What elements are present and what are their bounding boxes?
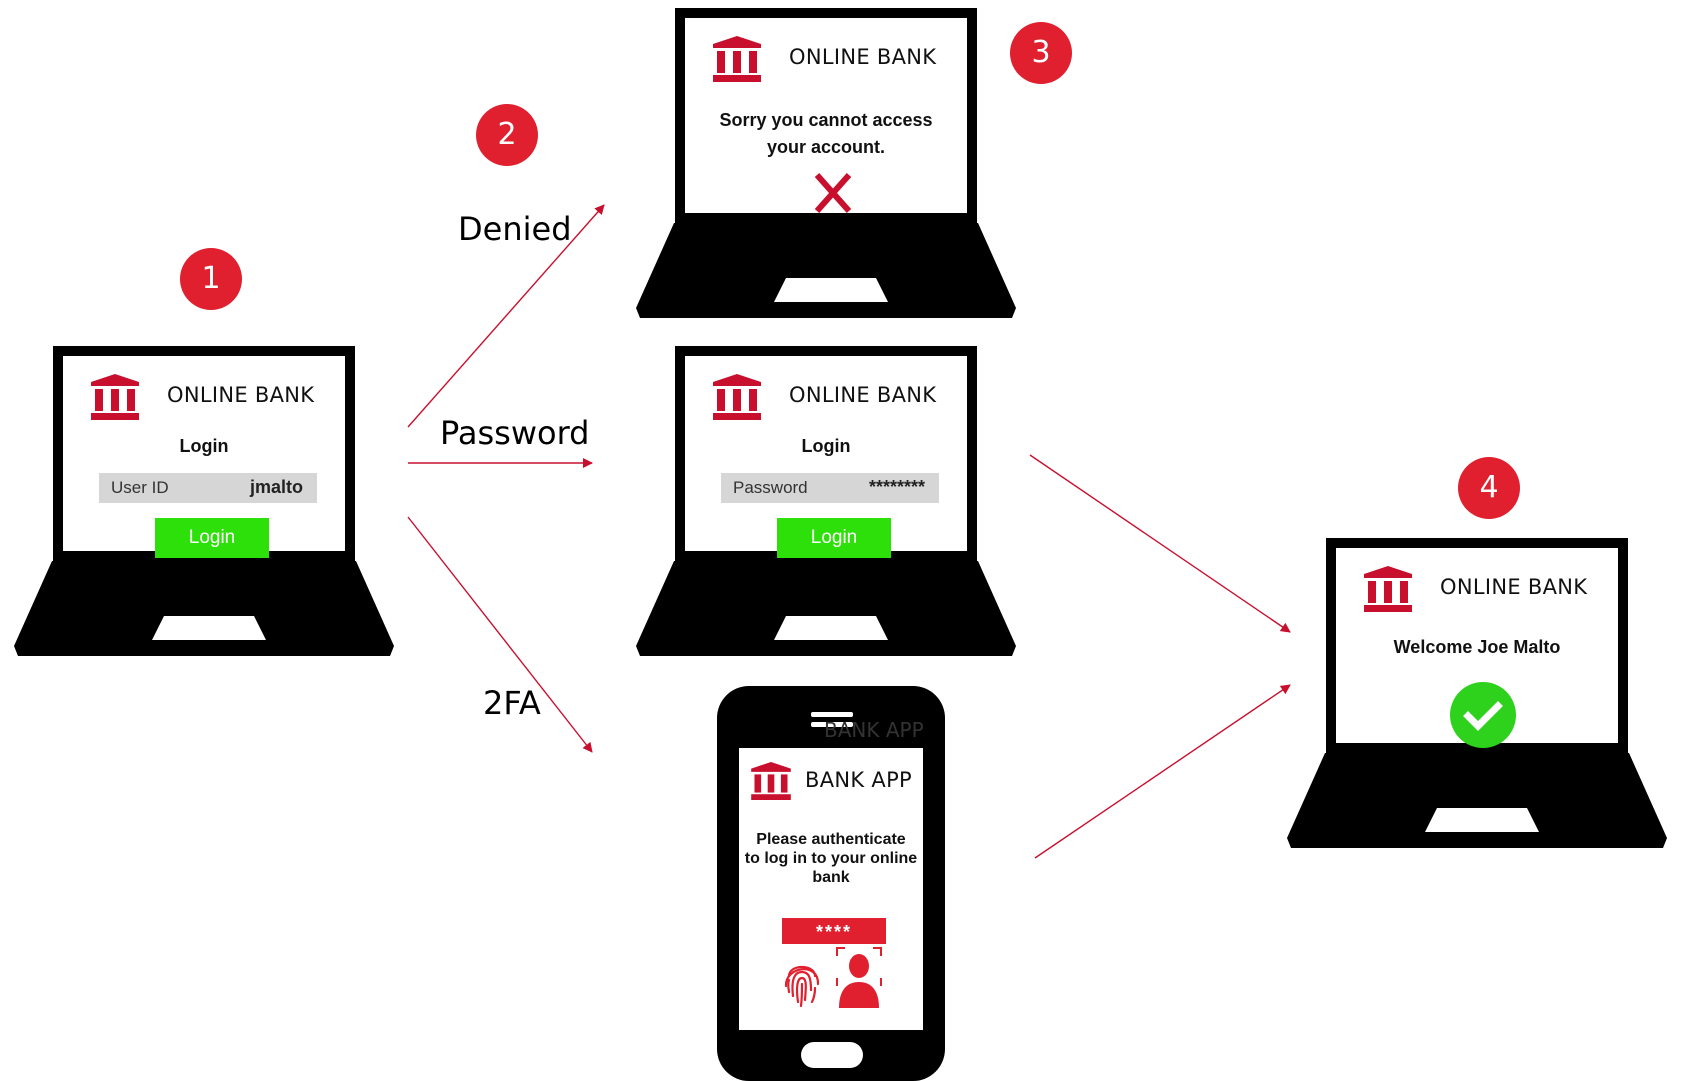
user-id-label: User ID [111,478,169,497]
phone-screen: BANK APP Please authenticate to log in t… [739,748,923,1030]
laptop-password: ONLINE BANK Login Password ******** Logi… [636,346,1016,656]
step-badge-4: 4 [1458,457,1520,519]
phone-home-button[interactable] [801,1042,863,1068]
laptop-screen: ONLINE BANK Sorry you cannot access your… [685,18,967,213]
face-id-icon[interactable] [835,946,883,1008]
laptop-base [14,561,394,656]
arrow-2fa-to-welcome [1034,684,1291,859]
step-badge-3: 3 [1010,22,1072,84]
laptop-screen-frame: ONLINE BANK Welcome Joe Malto [1326,538,1628,753]
phone-ghost-title: BANK APP [824,718,924,742]
bank-name: BANK APP [805,768,913,792]
laptop-base [636,561,1016,656]
laptop-screen: ONLINE BANK Login Password ******** Logi… [685,356,967,558]
step-badge-1: 1 [180,248,242,310]
login-button[interactable]: Login [155,518,269,558]
login-title: Login [801,436,851,456]
laptop-login: ONLINE BANK Login User ID jmalto Login [14,346,394,656]
laptop-base [1287,753,1667,848]
bank-icon [713,374,761,420]
password-value: ******** [868,477,925,497]
laptop-screen-frame: ONLINE BANK Sorry you cannot access your… [675,8,977,223]
user-id-field[interactable]: User ID jmalto [99,473,317,503]
bank-icon [751,762,791,800]
denied-message-line2: your account. [766,137,886,157]
auth-message-line2: to log in to your online [744,850,918,867]
step-badge-2: 2 [476,104,538,166]
laptop-base [636,223,1016,318]
laptop-denied: ONLINE BANK Sorry you cannot access your… [636,8,1016,318]
bank-name: ONLINE BANK [789,383,937,407]
denied-message-line1: Sorry you cannot access [719,110,933,130]
laptop-screen: ONLINE BANK Welcome Joe Malto [1336,548,1618,748]
bank-icon [1364,566,1412,612]
password-label: Password [733,478,808,497]
bank-icon [91,374,139,420]
arrow-2fa [407,516,593,753]
login-title: Login [179,436,229,456]
auth-message-line3: bank [812,869,850,886]
phone-menu-bar [811,722,853,727]
phone-bank-app: BANK APP BANK APP Please authenticate to… [717,686,945,1081]
phone-menu-bar [811,712,853,717]
fingerprint-icon[interactable] [783,956,821,1008]
edge-label-denied: Denied [458,210,572,248]
bank-name: ONLINE BANK [167,383,315,407]
edge-label-2fa: 2FA [483,684,541,722]
arrow-denied [407,204,605,428]
laptop-screen-frame: ONLINE BANK Login Password ******** Logi… [675,346,977,561]
laptop-welcome: ONLINE BANK Welcome Joe Malto [1287,538,1667,848]
bank-name: ONLINE BANK [789,45,937,69]
check-icon [1450,682,1516,748]
user-id-value: jmalto [249,477,303,497]
bank-icon [713,36,761,82]
edge-label-password: Password [440,414,590,452]
login-button[interactable]: Login [777,518,891,558]
arrow-password-to-welcome [1029,454,1291,633]
password-field[interactable]: Password ******** [721,473,939,503]
cross-icon [814,173,852,213]
welcome-message: Welcome Joe Malto [1393,637,1561,657]
bank-name: ONLINE BANK [1440,575,1588,599]
auth-message-line1: Please authenticate [756,831,906,848]
laptop-screen: ONLINE BANK Login User ID jmalto Login [63,356,345,558]
laptop-screen-frame: ONLINE BANK Login User ID jmalto Login [53,346,355,561]
pin-input[interactable]: **** [782,918,886,944]
